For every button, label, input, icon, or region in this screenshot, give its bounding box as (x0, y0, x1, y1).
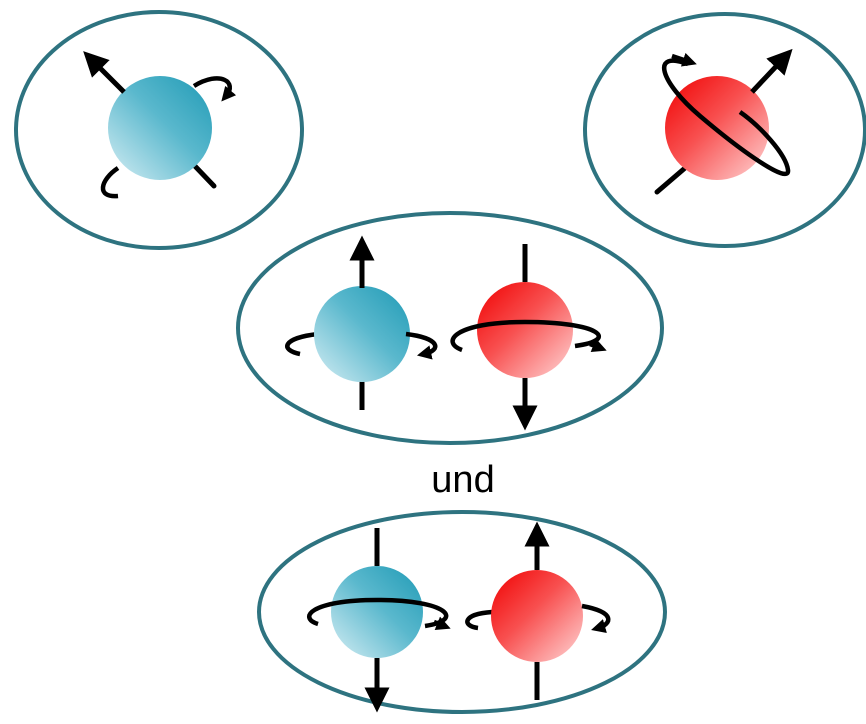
single-spin-red-group (583, 12, 866, 248)
spin-ball-blue (108, 76, 212, 180)
pair-blue-up-red-down-group (236, 211, 664, 445)
pair-blue-down-red-up-group (257, 510, 667, 714)
rotation-arrow-head-icon (671, 52, 697, 67)
rotation-ring-icon (661, 58, 791, 177)
spin-axis-arrow-icon (83, 51, 126, 94)
spin-axis-arrow-icon (750, 48, 793, 94)
spin-ball-red (491, 570, 583, 662)
particle-blue-spin-down (306, 528, 451, 713)
rotation-arrow-head-icon (433, 616, 451, 631)
group-outline (257, 510, 667, 714)
group-outline (14, 10, 304, 250)
particle-red-spin-up (465, 521, 611, 700)
rotation-ring-back-icon (285, 331, 319, 357)
spin-ball-blue (314, 286, 410, 382)
single-spin-blue-group (14, 10, 304, 250)
rotation-tail-icon (100, 166, 120, 199)
rotation-arrow-head-icon (589, 338, 607, 353)
rotation-ring-back-icon (465, 609, 493, 631)
particle-blue-spin-up (285, 235, 438, 410)
connector-label: und (431, 459, 494, 501)
rotation-arrow-icon (405, 331, 438, 360)
particle-red-spin-down (450, 244, 607, 431)
spin-ball-red (477, 282, 573, 378)
group-outline (236, 211, 664, 445)
spin-axis-lower (654, 165, 688, 195)
rotation-arrow-icon (192, 76, 237, 102)
spin-ball-blue (331, 566, 423, 658)
rotation-arrow-icon (581, 603, 611, 633)
spin-axis-lower (189, 160, 217, 189)
group-outline (583, 12, 866, 248)
